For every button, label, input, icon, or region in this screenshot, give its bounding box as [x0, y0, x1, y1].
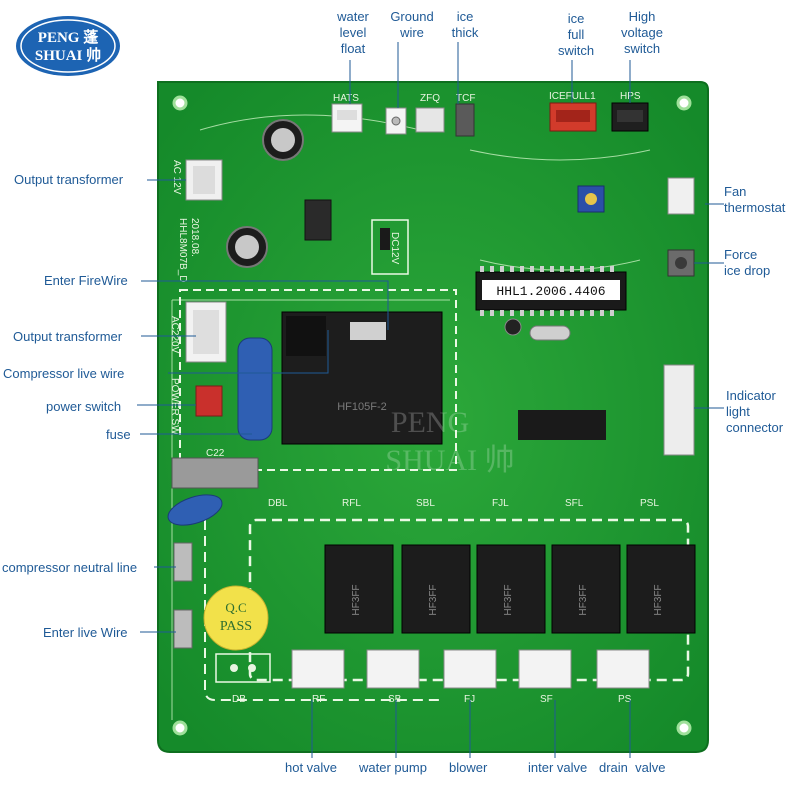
silk-fj: FJ: [464, 694, 475, 705]
callout-enter-firewire: Enter FireWire: [44, 273, 128, 288]
small-capacitor: [504, 318, 522, 336]
neutral-terminal: [173, 542, 193, 582]
callout-high-voltage-switch: High voltage switch: [621, 9, 663, 56]
silk-ac12v: AC 12V: [171, 160, 182, 195]
silk-c22: C22: [206, 448, 225, 459]
callout-hot-valve: hot valve: [285, 760, 338, 775]
silk-rfl: RFL: [342, 498, 361, 509]
ac12v-connector: [185, 159, 223, 201]
silk-rf: RF: [312, 694, 325, 705]
callout-ground-wire: Ground wire: [390, 9, 434, 40]
bottom-connectors: [291, 649, 650, 689]
ac220v-connector: [185, 301, 227, 363]
compressor-relay: HF105F-2: [281, 311, 443, 445]
logo-line1: PENG 蓬: [38, 28, 99, 46]
relay-small-label-2: HF3FF: [428, 584, 439, 615]
qc-pass-sticker: Q.C PASS: [203, 585, 269, 651]
callout-fuse: fuse: [106, 427, 131, 442]
capacitor-top: [262, 119, 304, 161]
callout-compressor-live-wire: Compressor live wire: [3, 366, 125, 381]
callout-ice-thick: ice thick: [451, 9, 479, 40]
ground-screw: [385, 107, 407, 135]
y-capacitor: [167, 494, 223, 526]
live-terminal: [173, 609, 193, 649]
watermark-line1: PENG: [391, 406, 469, 439]
relay-small-label-4: HF3FF: [578, 584, 589, 615]
callout-output-transformer-top: Output transformer: [14, 172, 124, 187]
silk-ac220v: AC220V: [169, 316, 180, 354]
zfq-connector: [415, 107, 445, 133]
silk-date: 2018.08.: [189, 218, 200, 257]
callout-blower: blower: [449, 760, 488, 775]
relay-big-label: HF105F-2: [337, 401, 387, 413]
callout-power-switch: power switch: [46, 399, 122, 414]
silk-sbl: SBL: [416, 498, 435, 509]
callout-output-transformer-mid: Output transformer: [13, 329, 123, 344]
db-block: [215, 653, 271, 683]
chip-label: HHL1.2006.4406: [496, 284, 605, 299]
connector-hats: [331, 103, 363, 133]
silk-dc12v: DC12V: [389, 232, 400, 265]
relay-small-label-3: HF3FF: [503, 584, 514, 615]
fans-connector: [667, 177, 695, 215]
silk-model: HHL8M07B_D: [177, 218, 188, 282]
silk-sf: SF: [540, 694, 553, 705]
silk-zfq: ZFQ: [420, 93, 440, 104]
silk-fjl: FJL: [492, 498, 509, 509]
logo-line2: SHUAI 帅: [35, 46, 101, 64]
qc-line2: PASS: [220, 619, 252, 634]
silk-ps: PS: [618, 694, 632, 705]
tcf-sensor: [455, 103, 475, 137]
callout-force-ice-drop: Force ice drop: [724, 247, 771, 278]
driver-ic: [518, 410, 606, 440]
silk-sb: SB: [388, 694, 402, 705]
silk-icefull: ICEFULL1: [549, 91, 596, 102]
silk-db: DB: [232, 694, 246, 705]
main-ic: HHL1.2006.4406: [475, 266, 627, 316]
x-capacitor: [237, 337, 273, 441]
crystal: [529, 325, 571, 341]
silk-power: POWER SW: [169, 378, 180, 435]
watermark-line2: SHUAI 帅: [385, 444, 514, 477]
small-relays: [324, 544, 696, 634]
icefull-connector: [549, 102, 597, 132]
hps-connector: [611, 102, 649, 132]
silk-hats: HATS: [333, 93, 359, 104]
callout-fan-thermostat: Fan thermostat: [724, 184, 786, 215]
callout-water-level-float: water level float: [337, 9, 369, 56]
callout-compressor-neutral-line: compressor neutral line: [2, 560, 138, 575]
silk-dbl: DBL: [268, 498, 288, 509]
silk-tcf: TCF: [456, 93, 475, 104]
capacitor-left: [226, 226, 268, 268]
silk-sfl: SFL: [565, 498, 584, 509]
c22-component: [171, 457, 259, 489]
leader-lines: [137, 42, 724, 758]
brand-logo: PENG 蓬 SHUAI 帅: [16, 16, 120, 76]
voltage-regulator: [304, 199, 332, 241]
callout-ice-full-switch: ice full switch: [557, 11, 595, 58]
relay-small-label-1: HF3FF: [351, 584, 362, 615]
callout-inter-valve: inter valve: [528, 760, 588, 775]
force-ice-drop-button: [667, 249, 695, 277]
callout-water-pump: water pump: [359, 760, 427, 775]
relay-small-label-5: HF3FF: [653, 584, 664, 615]
power-switch-connector: [195, 385, 223, 417]
callout-enter-live-wire: Enter live Wire: [43, 625, 128, 640]
silk-psl: PSL: [640, 498, 659, 509]
callout-drain-valve: drain valve: [599, 760, 666, 775]
potentiometer: [577, 185, 605, 213]
indicator-connector: [663, 364, 695, 456]
mounting-holes: [172, 95, 692, 736]
dc12v-jumper: [380, 228, 390, 250]
qc-line1: Q.C: [225, 600, 246, 615]
callout-indicator-light-connector: Indicator light connector: [726, 388, 784, 435]
